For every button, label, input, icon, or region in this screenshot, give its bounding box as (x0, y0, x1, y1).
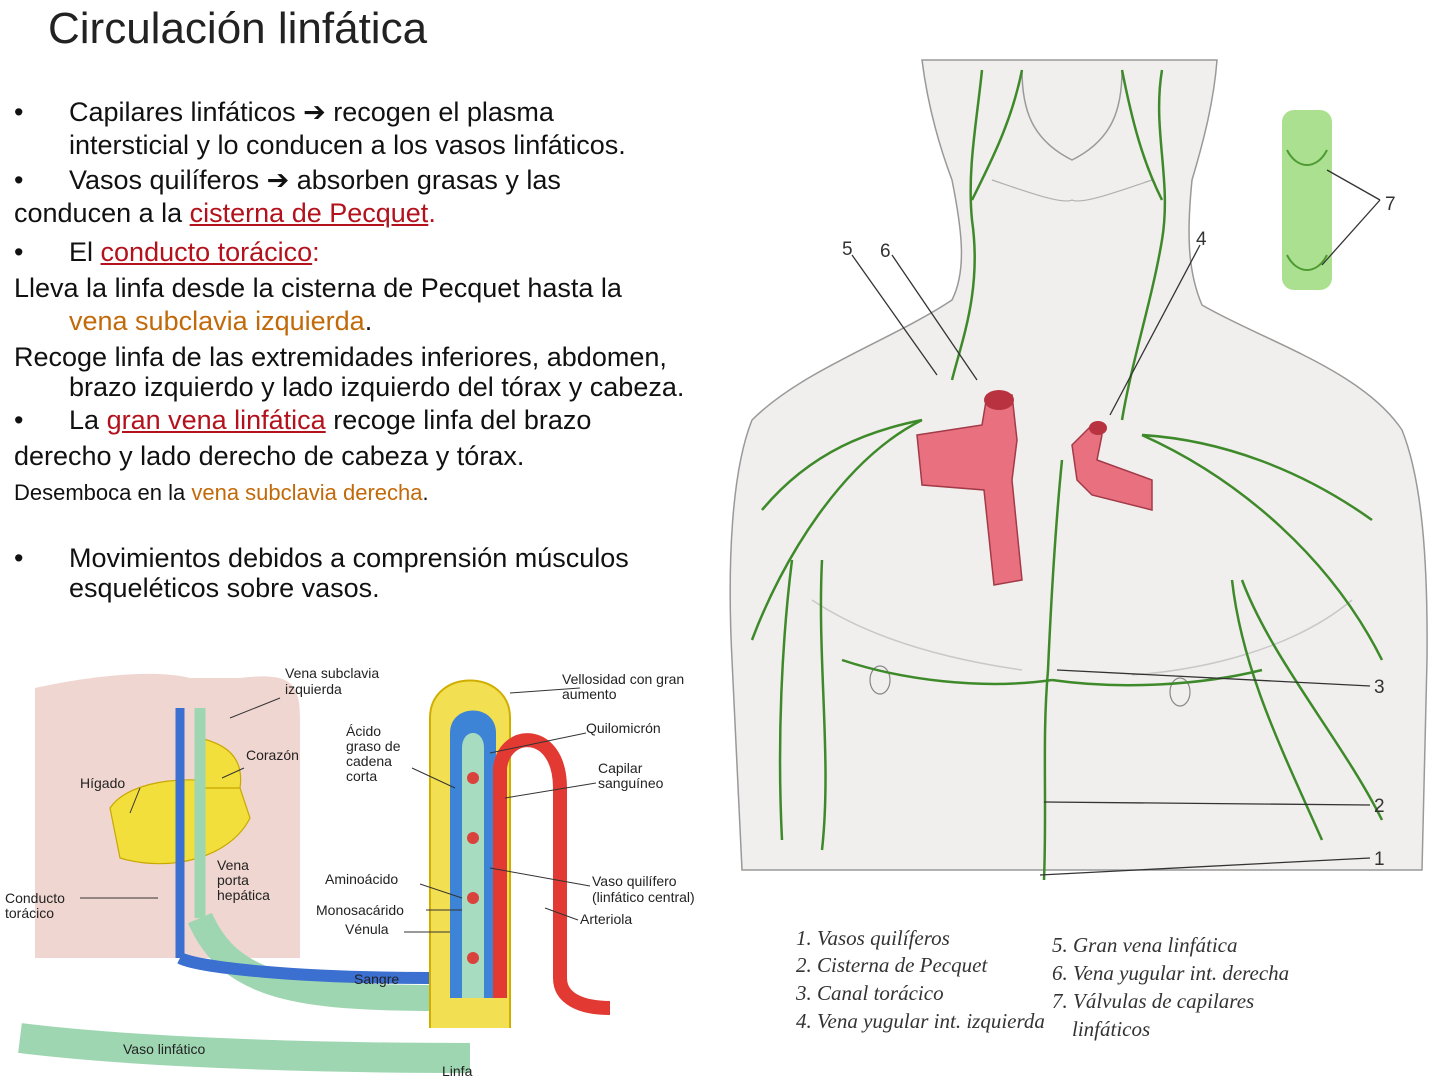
label-conducto-toracico: torácico (5, 905, 54, 921)
paragraph-derecho: derecho y lado derecho de cabeza y tórax… (14, 441, 525, 471)
content-text: • Capilares linfáticos ➔ recogen el plas… (14, 96, 704, 603)
bullet-capilares: • Capilares linfáticos ➔ recogen el plas… (14, 97, 626, 160)
label-quilomicron: Quilomicrón (586, 720, 661, 736)
label-vellosidad: aumento (562, 686, 617, 702)
lymph-vessels (750, 69, 1384, 881)
label-monosacarido: Monosacárido (316, 902, 404, 918)
vena-subclavia-izquierda: vena subclavia izquierda (69, 306, 365, 336)
link-cisterna-pecquet[interactable]: cisterna de Pecquet (189, 198, 429, 228)
bullet-icon: • (14, 165, 24, 195)
anatomy-legend: 1. Vasos quilíferos 2. Cisterna de Pecqu… (795, 926, 1289, 1041)
label-acido-graso: corta (346, 768, 377, 784)
bullet-icon: • (14, 543, 24, 573)
label-capilar: sanguíneo (598, 775, 664, 791)
paragraph-recoge: Recoge linfa de las extremidades inferio… (14, 342, 685, 402)
callout-lines (851, 169, 1381, 876)
bullet-movimientos: • Movimientos debidos a comprensión músc… (14, 543, 629, 603)
bullet-icon: • (14, 97, 24, 127)
legend-item: 5. Gran vena linfática (1052, 933, 1237, 957)
vena-subclavia-derecha: vena subclavia derecha (191, 480, 423, 505)
link-conducto-toracico[interactable]: conducto torácico (100, 237, 313, 267)
label-vellosidad: Vellosidad con gran (562, 671, 684, 687)
paragraph-desemboca: Desemboca en la vena subclavia derecha. (14, 480, 429, 505)
callout-number: 6 (880, 241, 891, 262)
lymphatic-anatomy-illustration: 5 6 4 7 3 2 1 1. Vasos quilíferos 2. Cis… (729, 59, 1428, 1041)
label-linfa: Linfa (442, 1063, 473, 1079)
label-acido-graso: cadena (346, 753, 392, 769)
arrow-icon: ➔ (266, 165, 290, 195)
callout-numbers: 5 6 4 7 3 2 1 (842, 194, 1396, 870)
label-conducto-toracico: Conducto (5, 890, 65, 906)
label-arteriola: Arteriola (580, 911, 632, 927)
callout-number: 1 (1374, 849, 1385, 870)
label-vaso-quilifero: Vaso quilífero (592, 873, 677, 889)
label-acido-graso: graso de (346, 738, 401, 754)
legend-item: 3. Canal torácico (795, 981, 944, 1005)
callout-number: 3 (1374, 677, 1385, 698)
label-acido-graso: Ácido (346, 723, 381, 739)
villus-lymph-diagram: Vena subclavia izquierda Corazón Hígado … (5, 665, 695, 1079)
label-higado: Hígado (80, 775, 125, 791)
paragraph-lleva: Lleva la linfa desde la cisterna de Pecq… (14, 273, 622, 336)
label-vena-porta: porta (217, 872, 249, 888)
bullet-gran-vena: • La gran vena linfática recoge linfa de… (14, 405, 592, 435)
bullet-quiliferos: • Vasos quilíferos ➔ absorben grasas y l… (14, 165, 561, 228)
legend-item: linfáticos (1072, 1017, 1150, 1041)
label-vaso-linfatico: Vaso linfático (123, 1041, 205, 1057)
page-title: Circulación linfática (48, 4, 428, 53)
label-capilar: Capilar (598, 760, 643, 776)
arrow-icon: ➔ (303, 97, 326, 127)
label-vena-porta: hepática (217, 887, 270, 903)
label-sangre: Sangre (354, 971, 399, 987)
label-vena-subclavia: Vena subclavia (285, 665, 379, 681)
bullet-icon: • (14, 237, 24, 267)
link-gran-vena-linfatica[interactable]: gran vena linfática (106, 405, 326, 435)
label-aminoacido: Aminoácido (325, 871, 398, 887)
diagram-labels: Vena subclavia izquierda Corazón Hígado … (5, 665, 695, 1079)
callout-number: 4 (1196, 229, 1207, 250)
legend-item: 7. Válvulas de capilares (1052, 989, 1254, 1013)
callout-number: 2 (1374, 796, 1385, 817)
legend-item: 1. Vasos quilíferos (796, 926, 950, 950)
callout-number: 5 (842, 239, 853, 260)
legend-item: 6. Vena yugular int. derecha (1052, 961, 1289, 985)
valve-illustration (1282, 110, 1332, 290)
callout-number: 7 (1385, 194, 1396, 215)
label-venula: Vénula (345, 921, 389, 937)
diagram-callouts (80, 687, 597, 933)
legend-item: 4. Vena yugular int. izquierda (796, 1009, 1045, 1033)
bullet-icon: • (14, 405, 24, 435)
label-vena-subclavia: izquierda (285, 681, 342, 697)
label-vena-porta: Vena (217, 857, 249, 873)
label-vaso-quilifero: (linfático central) (592, 889, 695, 905)
bullet-conducto: • El conducto torácico: (14, 237, 320, 267)
subclavian-veins (916, 390, 1153, 586)
legend-item: 2. Cisterna de Pecquet (796, 953, 988, 977)
label-corazon: Corazón (246, 747, 299, 763)
